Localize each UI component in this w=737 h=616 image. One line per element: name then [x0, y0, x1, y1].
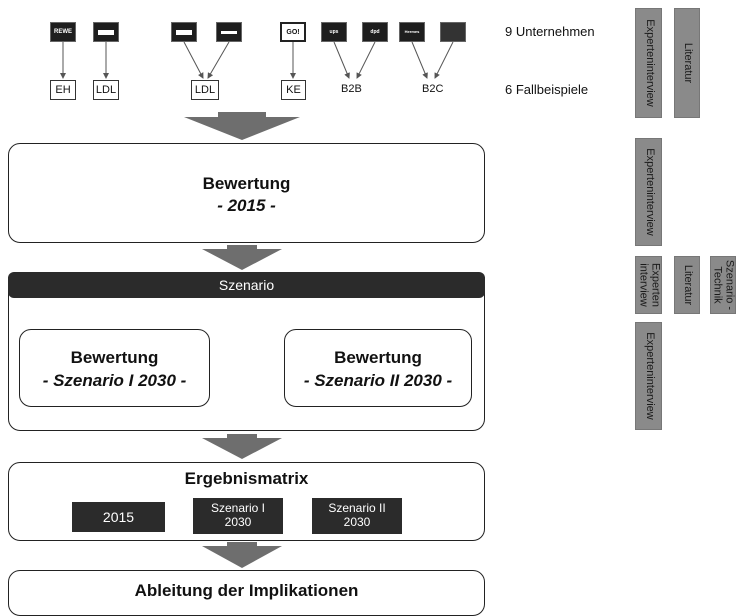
method-label: Experten interview	[637, 262, 662, 308]
connector-line	[207, 41, 230, 79]
evaluation-subtitle: - 2015 -	[217, 196, 276, 215]
method-label: Szenario -Technik	[712, 259, 736, 311]
connector-line	[356, 41, 376, 79]
implications-title: Ableitung der Implikationen	[134, 581, 359, 600]
hermes-logo: Hermes	[399, 22, 425, 42]
method-bar-expert-interview: Experteninterview	[635, 322, 662, 430]
results-item-scenario-1: Szenario I 2030	[193, 498, 283, 534]
logo-mark	[176, 29, 192, 35]
scenario-1-subtitle: - Szenario I 2030 -	[42, 371, 187, 390]
results-item-line1: Szenario II	[328, 501, 386, 516]
logo-text: dpd	[370, 28, 380, 35]
cases-count-label: 6 Fallbeispiele	[505, 82, 589, 97]
flow-arrow	[202, 245, 282, 270]
method-bar-literature: Literatur	[674, 8, 700, 118]
company-logo-2	[93, 22, 119, 42]
results-item-2015: 2015	[72, 502, 165, 532]
go-logo: GO!	[280, 22, 306, 42]
evaluation-2015-box: Bewertung - 2015 -	[8, 143, 485, 243]
results-item-scenario-2: Szenario II 2030	[312, 498, 402, 534]
case-node-ldl: LDL	[191, 80, 219, 100]
implications-box: Ableitung der Implikationen	[8, 570, 485, 616]
method-label: Literatur	[681, 264, 694, 306]
method-label: Experteninterview	[643, 19, 656, 107]
method-label: Literatur	[681, 42, 694, 84]
case-node-ke: KE	[281, 80, 306, 100]
logo-mark	[221, 30, 237, 34]
scenario-2-title: Bewertung	[334, 348, 422, 367]
method-bar-expert-interview: Experteninterview	[635, 138, 662, 246]
results-item-line2: 2030	[343, 515, 371, 529]
case-node-ldl: LDL	[93, 80, 119, 100]
case-node-eh: EH	[50, 80, 76, 100]
rewe-logo: REWE	[50, 22, 76, 42]
flow-arrow	[202, 434, 282, 459]
scenario-1-box: Bewertung - Szenario I 2030 -	[19, 329, 210, 407]
connector-line	[411, 41, 428, 79]
method-bar-expert-interview: Experteninterview	[635, 8, 662, 118]
case-node-b2c: B2C	[422, 83, 444, 95]
company-logo-9	[440, 22, 466, 42]
connector-line	[333, 41, 350, 79]
logo-text: GO!	[286, 28, 300, 36]
results-item-line2: 2030	[224, 515, 252, 529]
method-bar-scenario-technique: Szenario -Technik	[710, 256, 736, 314]
scenario-header: Szenario	[8, 272, 485, 298]
flow-arrow	[184, 112, 300, 140]
company-logo-4	[216, 22, 242, 42]
method-bar-literature: Literatur	[674, 256, 700, 314]
logo-text: Hermes	[404, 29, 420, 34]
connector-line	[183, 41, 204, 79]
scenario-2-subtitle: - Szenario II 2030 -	[303, 371, 453, 390]
flow-arrow	[202, 542, 282, 568]
logo-mark	[98, 29, 114, 35]
ups-logo: ups	[321, 22, 347, 42]
scenario-2-box: Bewertung - Szenario II 2030 -	[284, 329, 472, 407]
logo-text: REWE	[54, 29, 72, 35]
method-bar-expert-interview-short: Experten interview	[635, 256, 662, 314]
results-item-line1: Szenario I	[210, 501, 266, 516]
method-label: Experteninterview	[643, 332, 656, 420]
companies-count-label: 9 Unternehmen	[505, 24, 595, 39]
dpd-logo: dpd	[362, 22, 388, 42]
results-item-line1: 2015	[102, 508, 135, 525]
evaluation-title: Bewertung	[202, 174, 291, 193]
logo-text: ups	[329, 28, 339, 35]
results-title: Ergebnismatrix	[184, 469, 309, 488]
scenario-1-title: Bewertung	[70, 348, 159, 367]
case-node-b2b: B2B	[341, 83, 362, 95]
company-logo-3	[171, 22, 197, 42]
connector-line	[434, 41, 454, 79]
method-label: Experteninterview	[643, 148, 656, 236]
